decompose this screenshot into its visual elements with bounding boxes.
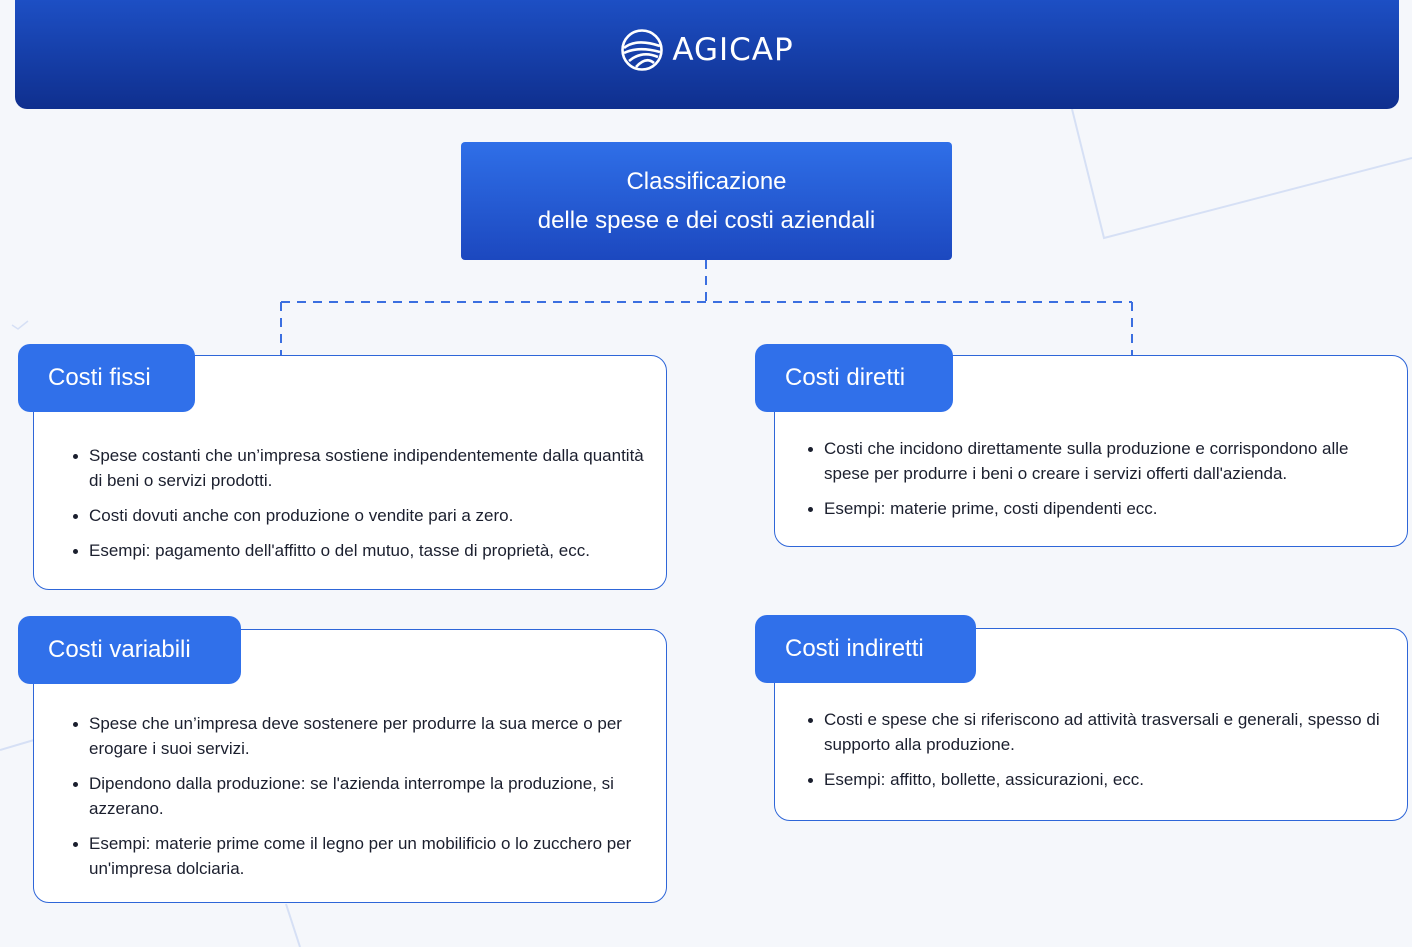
list-item: Costi e spese che si riferiscono ad atti…: [808, 707, 1387, 757]
card-costi-diretti: Costi che incidono direttamente sulla pr…: [774, 355, 1408, 547]
list-item: Esempi: affitto, bollette, assicurazioni…: [808, 767, 1387, 792]
tag-costi-diretti: Costi diretti: [755, 344, 953, 412]
list-item: Esempi: pagamento dell'affitto o del mut…: [73, 538, 646, 563]
header-bar: AGICAP: [15, 0, 1399, 109]
bullet-list: Spese che un’impresa deve sostenere per …: [73, 711, 646, 891]
brand-logo: AGICAP: [620, 28, 793, 72]
list-item: Costi dovuti anche con produzione o vend…: [73, 503, 646, 528]
agicap-wave-logo-icon: [621, 28, 664, 71]
list-item: Dipendono dalla produzione: se l'azienda…: [73, 771, 646, 821]
list-item: Esempi: materie prime come il legno per …: [73, 831, 646, 881]
tag-costi-indiretti: Costi indiretti: [755, 615, 976, 683]
root-title-line-2: delle spese e dei costi aziendali: [537, 207, 876, 234]
bullet-list: Costi che incidono direttamente sulla pr…: [808, 436, 1387, 531]
root-node: Classificazione delle spese e dei costi …: [461, 142, 952, 260]
bullet-list: Spese costanti che un’impresa sostiene i…: [73, 443, 646, 573]
list-item: Spese che un’impresa deve sostenere per …: [73, 711, 646, 761]
tag-costi-fissi: Costi fissi: [18, 344, 195, 412]
list-item: Esempi: materie prime, costi dipendenti …: [808, 496, 1387, 521]
card-costi-fissi: Spese costanti che un’impresa sostiene i…: [33, 355, 667, 590]
tag-costi-variabili: Costi variabili: [18, 616, 241, 684]
list-item: Costi che incidono direttamente sulla pr…: [808, 436, 1387, 486]
root-title-line-1: Classificazione: [626, 168, 787, 195]
bullet-list: Costi e spese che si riferiscono ad atti…: [808, 707, 1387, 802]
brand-name: AGICAP: [672, 31, 794, 68]
list-item: Spese costanti che un’impresa sostiene i…: [73, 443, 646, 493]
